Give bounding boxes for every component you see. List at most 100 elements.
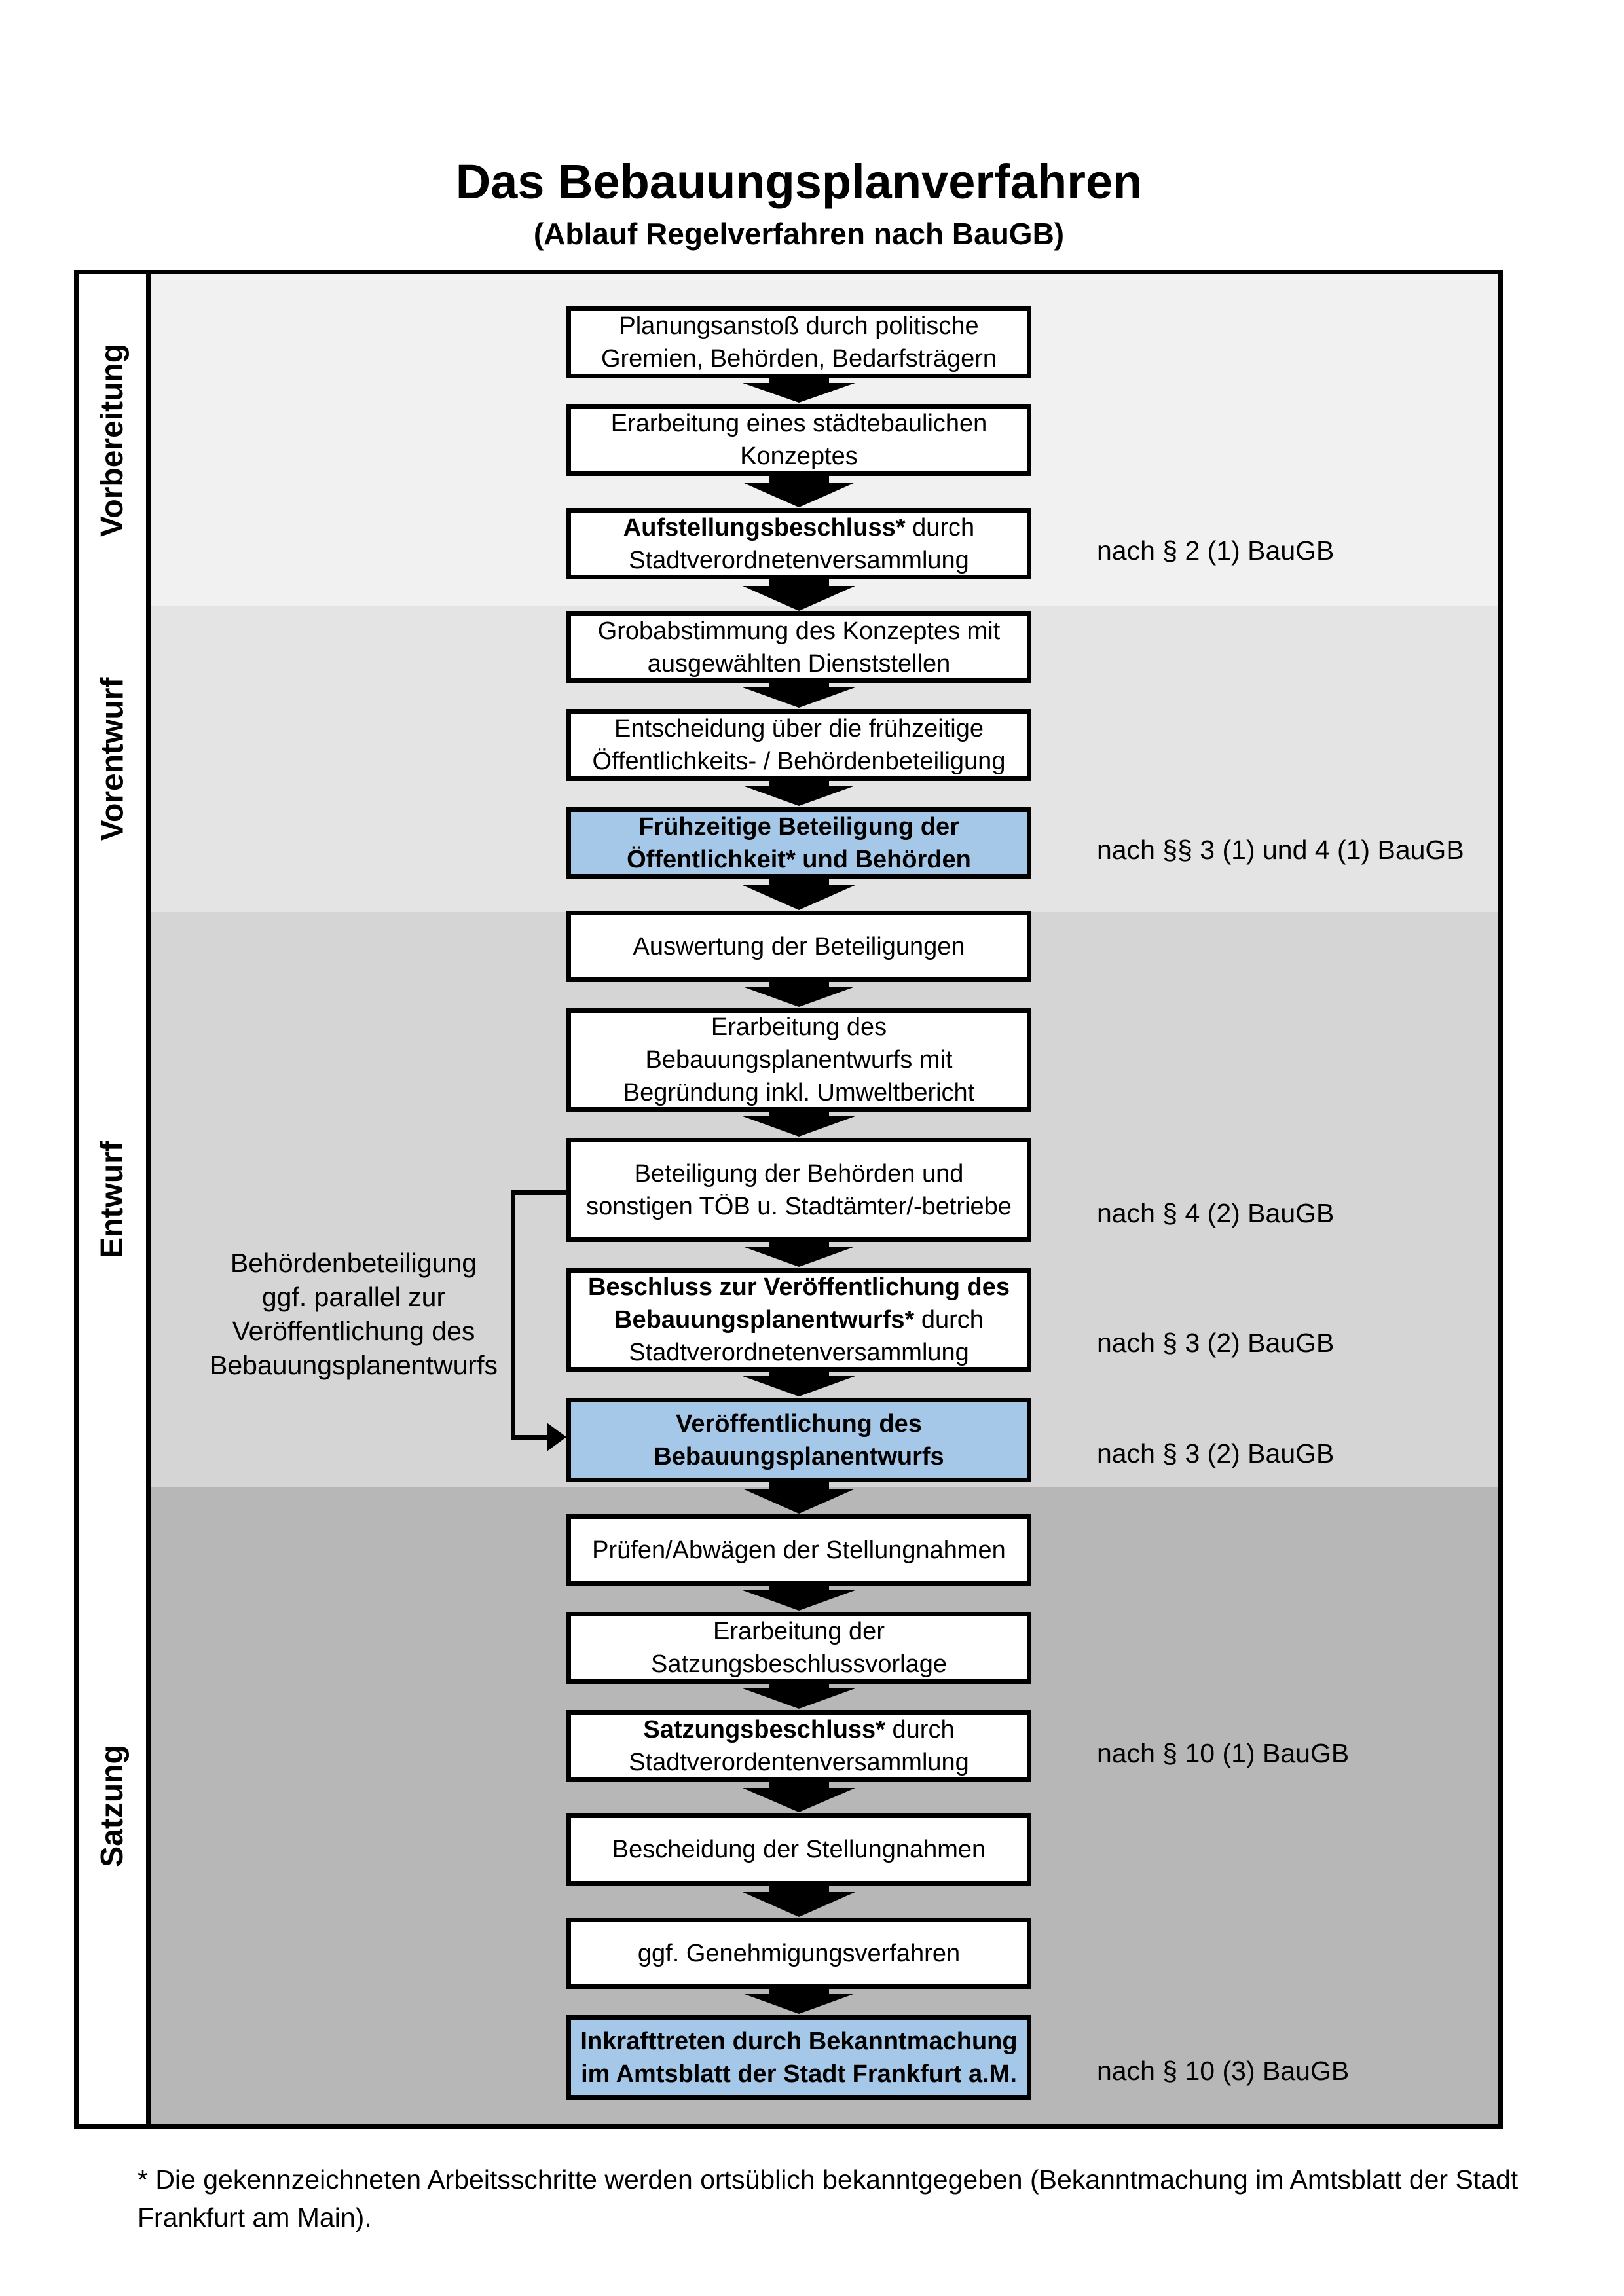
- flow-box-line: Prüfen/Abwägen der Stellungnahmen: [592, 1536, 1006, 1564]
- phase-label-cell-entwurf: Entwurf: [79, 912, 151, 1491]
- phase-label-cell-satzung: Satzung: [79, 1487, 151, 2124]
- flow-box-line: Öffentlichkeits- / Behördenbeteiligung: [592, 748, 1006, 775]
- page-subtitle: (Ablauf Regelverfahren nach BauGB): [533, 217, 1065, 251]
- flow-box-16: ggf. Genehmigungsverfahren: [566, 1918, 1031, 1989]
- legal-reference: nach §§ 3 (1) und 4 (1) BauGB: [1097, 835, 1464, 865]
- down-arrow-head: [743, 885, 855, 910]
- flow-box-line: Auswertung der Beteiligungen: [633, 932, 965, 960]
- flow-box-4: Grobabstimmung des Konzeptes mit ausgewäh…: [566, 611, 1031, 683]
- down-arrow-head: [743, 687, 855, 708]
- down-arrow: [743, 1883, 855, 1920]
- down-arrow: [743, 376, 855, 407]
- side-note-line: Bebauungsplanentwurfs: [210, 1350, 498, 1380]
- flow-box-line: Stadtverordnetenversammlung: [629, 546, 969, 574]
- side-note-line: ggf. parallel zur: [261, 1282, 446, 1312]
- down-arrow-head: [743, 383, 855, 403]
- down-arrow: [743, 1109, 855, 1140]
- down-arrow-head: [743, 786, 855, 806]
- flow-box-line: Konzeptes: [740, 443, 858, 470]
- flow-box-line: Bebauungsplanentwurfs mit: [645, 1046, 953, 1074]
- flow-box-17: Inkrafttreten durch Bekanntmachung im Amt…: [566, 2015, 1031, 2100]
- down-arrow: [743, 473, 855, 511]
- flow-box-line: ausgewählten Dienststellen: [647, 649, 951, 678]
- down-arrow-head: [743, 1892, 855, 1917]
- down-arrow-head: [743, 1116, 855, 1137]
- connector-arrowhead: [547, 1423, 566, 1451]
- flow-box-line: im Amtsblatt der Stadt Frankfurt a.M.: [581, 2060, 1017, 2088]
- down-arrow-head: [743, 1376, 855, 1396]
- down-arrow-head: [743, 987, 855, 1007]
- down-arrow-head: [743, 1247, 855, 1267]
- down-arrow: [743, 979, 855, 1011]
- flow-box-line: Erarbeitung des: [710, 1013, 887, 1041]
- down-arrow-head: [743, 586, 855, 611]
- side-note-line: Veröffentlichung des: [232, 1316, 475, 1346]
- phase-label-cell-vorentwurf: Vorentwurf: [79, 606, 151, 917]
- down-arrow: [743, 778, 855, 810]
- legal-reference: nach § 2 (1) BauGB: [1097, 536, 1335, 566]
- down-arrow-head: [743, 1788, 855, 1812]
- flow-box-line: Öffentlichkeit* und Behörden: [627, 845, 971, 873]
- legal-reference: nach § 3 (2) BauGB: [1097, 1328, 1335, 1358]
- flow-box-line: Aufstellungsbeschluss* durch: [623, 513, 975, 541]
- connector-horizontal-top: [511, 1190, 566, 1195]
- connector-vertical: [511, 1190, 515, 1440]
- down-arrow: [743, 876, 855, 913]
- flow-box-line: Inkrafttreten durch Bekanntmachung: [580, 2027, 1018, 2055]
- flow-box-line: Entscheidung über die frühzeitige: [614, 715, 984, 742]
- page-title: Das Bebauungsplanverfahren: [455, 154, 1143, 209]
- flow-box-line: Beteiligung der Behörden und: [634, 1159, 964, 1188]
- flow-box-line: Frühzeitige Beteiligung der: [638, 812, 959, 841]
- flow-box-line: Beschluss zur Veröffentlichung des: [587, 1273, 1010, 1301]
- flow-box-line: Stadtverordentenversammlung: [629, 1749, 969, 1776]
- down-arrow-head: [743, 1590, 855, 1611]
- flow-box-line: Begründung inkl. Umweltbericht: [623, 1079, 975, 1106]
- flow-box-line: Satzungsbeschlussvorlage: [650, 1650, 948, 1678]
- down-arrow: [743, 1986, 855, 2018]
- down-arrow-head: [743, 483, 855, 507]
- phase-label: Satzung: [95, 1744, 130, 1867]
- flow-box-line: Erarbeitung der: [713, 1618, 885, 1645]
- flow-box-line: Veröffentlichung des: [676, 1410, 922, 1438]
- flow-box-15: Bescheidung der Stellungnahmen: [566, 1813, 1031, 1886]
- down-arrow: [743, 1779, 855, 1816]
- flow-box-line: Stadtverordnetenversammlung: [629, 1339, 969, 1366]
- side-note-line: Behördenbeteiligung: [230, 1248, 477, 1278]
- down-arrow: [743, 1239, 855, 1271]
- legal-reference: nach § 4 (2) BauGB: [1097, 1198, 1335, 1228]
- down-arrow: [743, 1583, 855, 1614]
- phase-label: Entwurf: [95, 1140, 130, 1258]
- down-arrow-head: [743, 1994, 855, 2014]
- flow-box-12: Prüfen/Abwägen der Stellungnahmen: [566, 1514, 1031, 1586]
- legal-reference: nach § 10 (1) BauGB: [1097, 1738, 1350, 1768]
- legal-reference: nach § 3 (2) BauGB: [1097, 1438, 1335, 1468]
- flow-box-line: Satzungsbeschluss* durch: [643, 1716, 955, 1743]
- flow-box-line: Bescheidung der Stellungnahmen: [612, 1836, 986, 1863]
- flow-box-9: Beteiligung der Behörden und sonstigen TÖ…: [566, 1138, 1031, 1242]
- flow-box-line: Gremien, Behörden, Bedarfsträgern: [600, 345, 997, 373]
- footnote: * Die gekennzeichneten Arbeitsschritte w…: [138, 2164, 1519, 2232]
- down-arrow: [743, 577, 855, 614]
- phase-label-cell-vorbereitung: Vorbereitung: [79, 274, 151, 611]
- down-arrow-head: [743, 1688, 855, 1709]
- flow-box-7: Auswertung der Beteiligungen: [566, 911, 1031, 982]
- down-arrow: [743, 1681, 855, 1713]
- flow-box-line: ggf. Genehmigungsverfahren: [637, 1939, 961, 1967]
- flow-box-line: Grobabstimmung des Konzeptes mit: [597, 617, 1001, 645]
- legal-reference: nach § 10 (3) BauGB: [1097, 2056, 1350, 2086]
- down-arrow-head: [743, 1489, 855, 1514]
- down-arrow: [743, 1369, 855, 1400]
- flow-box-line: sonstigen TÖB u. Stadtämter/-betriebe: [586, 1192, 1012, 1220]
- flow-box-line: Planungsanstoß durch politische: [619, 312, 979, 340]
